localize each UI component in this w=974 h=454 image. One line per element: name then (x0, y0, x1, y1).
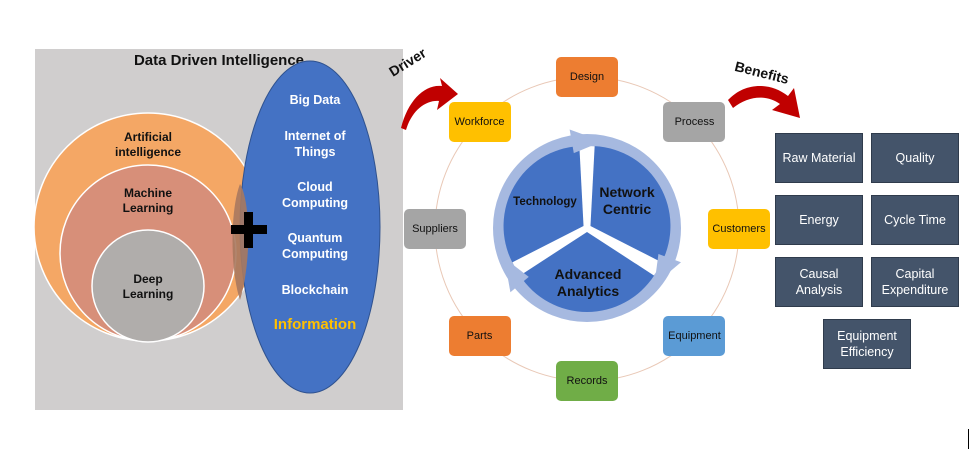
plus-icon (244, 212, 253, 248)
process-node: Suppliers (404, 209, 466, 249)
benefits-arrow-icon (728, 85, 800, 118)
dl-circle (91, 229, 205, 343)
driver-arrow-icon (401, 78, 458, 130)
benefit-box: Raw Material (775, 133, 863, 183)
wheel-segment (519, 232, 655, 312)
process-node: Equipment (663, 316, 726, 357)
process-node: Records (556, 361, 618, 401)
process-node: Parts (448, 316, 511, 357)
process-node: Workforce (448, 101, 511, 142)
benefit-box: Capital Expenditure (871, 257, 959, 307)
benefit-box: Quality (871, 133, 959, 183)
ai-label: Artificial intelligence (114, 130, 182, 159)
ml-label: Machine Learning (122, 186, 174, 215)
process-node: Process (663, 101, 726, 142)
oval-item: Blockchain (281, 283, 349, 297)
segment-advanced-analytics: Advanced Analytics (554, 266, 622, 299)
process-node: Design (556, 57, 618, 97)
oval-item: Cloud Computing (282, 180, 348, 210)
process-node: Customers (708, 209, 770, 249)
text-cursor (968, 429, 969, 449)
benefit-box: Causal Analysis (775, 257, 863, 307)
benefit-box: Cycle Time (871, 195, 959, 245)
segment-technology: Technology (513, 196, 577, 208)
segment-network-centric: Network Centric (599, 184, 655, 217)
dl-label: Deep Learning (122, 272, 174, 301)
information-label: Information (273, 316, 357, 333)
benefit-box: Energy (775, 195, 863, 245)
center-wheel (493, 129, 681, 322)
oval-item: Big Data (289, 93, 341, 107)
oval-item: Internet of Things (284, 129, 346, 159)
benefit-box: Equipment Efficiency (823, 319, 911, 369)
wheel-arrow-head (654, 253, 681, 285)
wheel-segment (503, 146, 584, 263)
oval-item: Quantum Computing (282, 231, 348, 261)
wheel-segment (590, 146, 671, 263)
wheel-arrow-head (504, 258, 529, 293)
panel-title: Data Driven Intelligence (133, 52, 305, 69)
wheel-arrow-head (569, 129, 603, 154)
